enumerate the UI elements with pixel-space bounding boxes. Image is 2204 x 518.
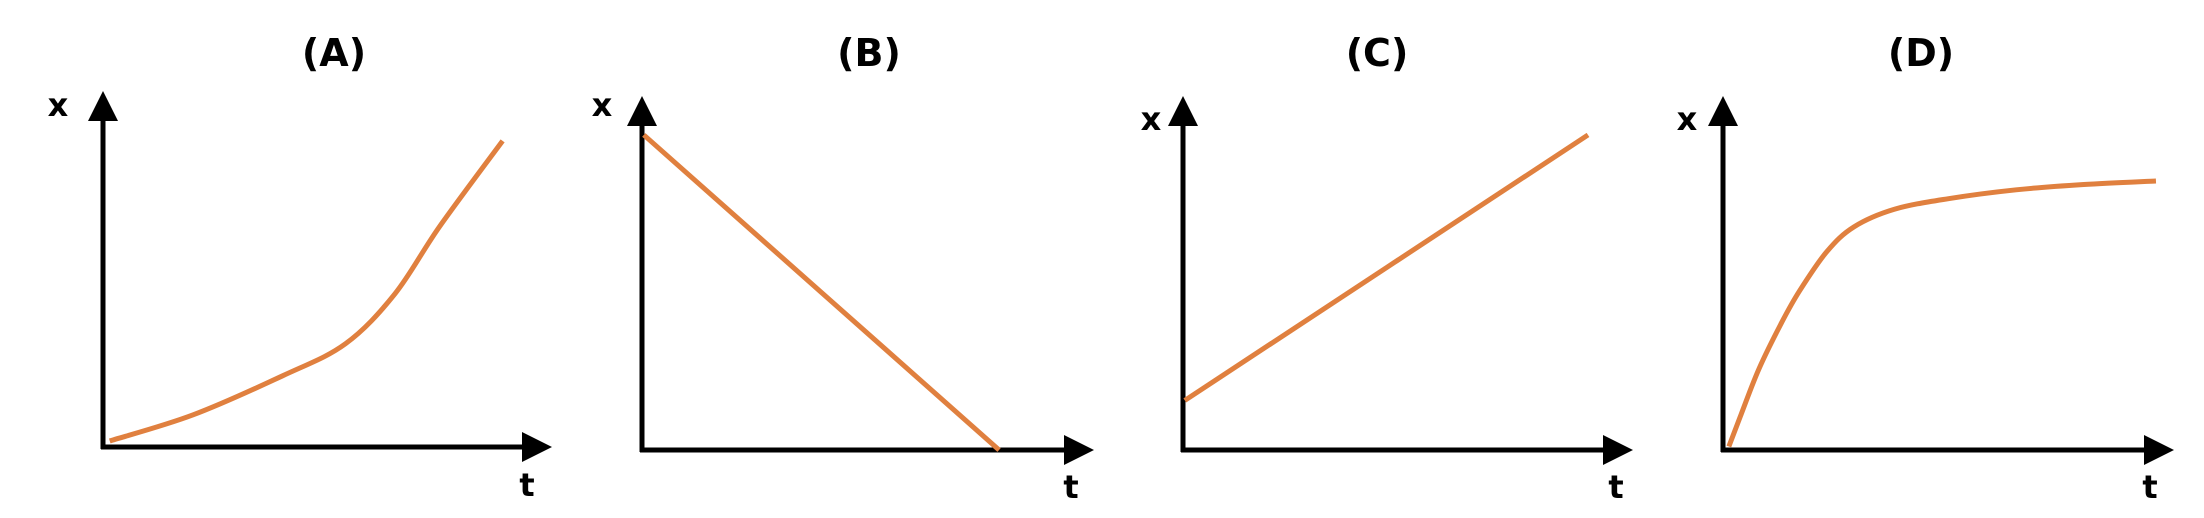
y-axis-arrow-icon — [1168, 96, 1198, 126]
y-axis-arrow-icon — [1708, 96, 1738, 126]
x-axis-arrow-icon — [1064, 435, 1094, 465]
x-axis-label: t — [1063, 468, 1078, 506]
panel-title: (C) — [1346, 31, 1409, 75]
y-axis-arrow-icon — [88, 91, 118, 121]
panel-title: (A) — [302, 31, 366, 75]
x-axis-arrow-icon — [522, 432, 552, 462]
x-axis-arrow-icon — [2144, 435, 2174, 465]
y-axis-label: x — [1677, 100, 1698, 138]
panel-d: (D) x t — [1677, 31, 2174, 506]
panel-title: (B) — [837, 31, 901, 75]
position-curve — [108, 139, 505, 444]
position-curve — [642, 133, 1001, 452]
panel-c: (C) x t — [1141, 31, 1633, 506]
x-axis-arrow-icon — [1603, 435, 1633, 465]
position-curve — [1183, 132, 1590, 403]
panel-title: (D) — [1888, 31, 1954, 75]
y-axis-label: x — [592, 86, 613, 124]
panel-b: (B) x t — [592, 31, 1094, 506]
x-axis-label: t — [1608, 468, 1623, 506]
y-axis-label: x — [1141, 100, 1162, 138]
y-axis-arrow-icon — [627, 96, 657, 126]
x-axis-label: t — [2142, 468, 2157, 506]
y-axis-label: x — [48, 86, 69, 124]
panel-a: (A) x t — [48, 31, 552, 504]
x-axis-label: t — [519, 466, 534, 504]
position-curve — [1726, 178, 2157, 448]
